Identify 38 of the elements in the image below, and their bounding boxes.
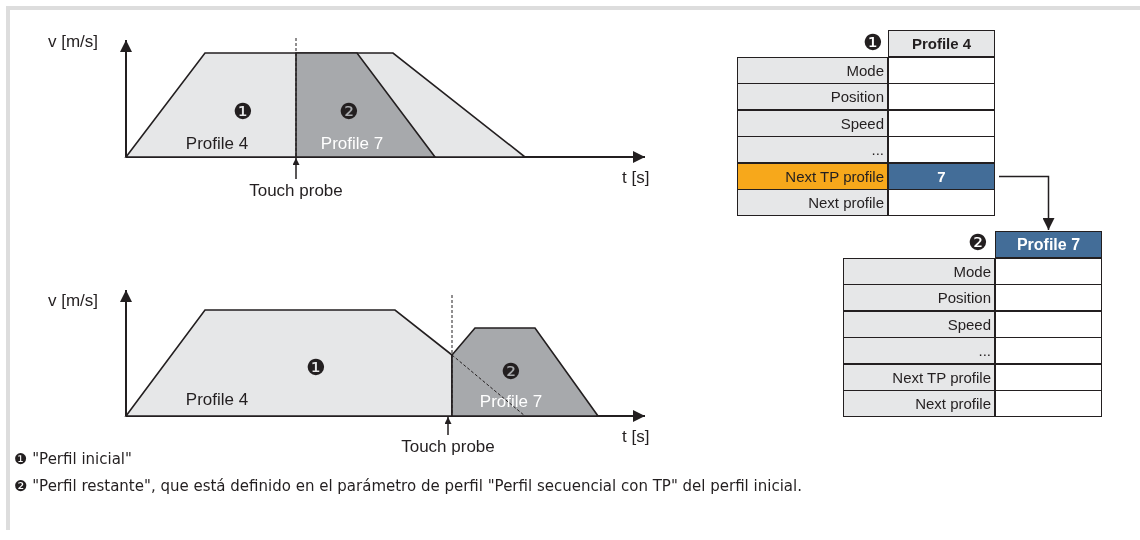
axis-label: v [m/s] (48, 32, 99, 52)
axis-label: v [m/s] (48, 291, 99, 311)
velocity-profile-area (126, 310, 452, 416)
profile-label: Profile 7 (479, 392, 543, 412)
row-label: Next profile (843, 390, 995, 417)
axis-label: t [s] (622, 168, 650, 188)
velocity-profile-area (452, 328, 598, 416)
axis-label: t [s] (622, 427, 650, 447)
table-header: Profile 7 (995, 231, 1102, 258)
arrow (444, 416, 452, 436)
footnote: ❷ "Perfil restante", que está definido en el parámetro de perfil "Perfil secuencial con TP" del perfil inicial. (14, 477, 802, 495)
callout-number: ❷ (968, 230, 988, 256)
table-header: Profile 4 (888, 30, 995, 57)
profile-label: Profile 4 (185, 134, 249, 154)
row-label: Speed (737, 109, 888, 137)
row-label: Position (737, 83, 888, 110)
probe-label: Touch probe (388, 436, 508, 458)
callout-number: ❶ (233, 99, 253, 125)
row-label: Mode (737, 56, 888, 84)
callout-number: ❶ (863, 30, 883, 56)
row-label: Speed (843, 310, 995, 338)
value-cell: 7 (888, 163, 995, 190)
probe-label: Touch probe (236, 180, 356, 202)
profile-label: Profile 4 (185, 390, 249, 410)
footnote: ❶ "Perfil inicial" (14, 450, 132, 468)
row-label: ... (737, 136, 888, 163)
row-label: Next TP profile (843, 363, 995, 391)
profile-label: Profile 7 (320, 134, 384, 154)
row-label: Position (843, 284, 995, 311)
row-label: Next TP profile (737, 162, 888, 190)
callout-number: ❶ (306, 355, 326, 381)
callout-number: ❷ (339, 99, 359, 125)
row-label: Mode (843, 257, 995, 285)
arrow (998, 175, 1055, 231)
row-label: ... (843, 337, 995, 364)
row-label: Next profile (737, 189, 888, 216)
callout-number: ❷ (501, 359, 521, 385)
arrow (292, 157, 300, 180)
